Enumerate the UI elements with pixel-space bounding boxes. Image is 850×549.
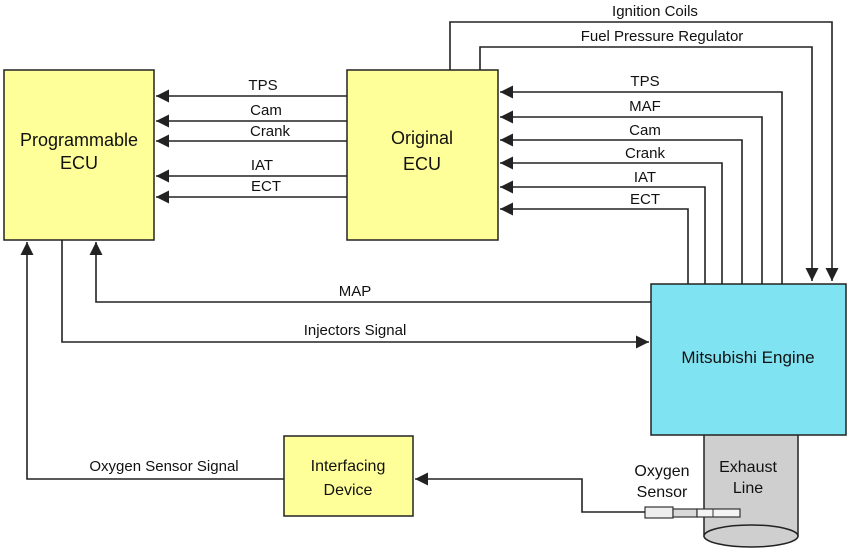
oxygen-sensor-body	[644, 506, 674, 519]
right-crank-line	[500, 156, 723, 284]
right-iat-line	[500, 180, 706, 284]
exhaust-pipe: Exhaust Line	[703, 431, 799, 548]
right-ect-label: ECT	[630, 191, 660, 208]
oxygen-sensor-signal-line	[20, 242, 284, 480]
left-cam-label: Cam	[250, 102, 282, 119]
engine-label: Mitsubishi Engine	[681, 348, 814, 367]
programmable-ecu-block	[3, 69, 155, 241]
left-crank-label: Crank	[250, 123, 291, 140]
left-ect-label: ECT	[251, 178, 281, 195]
programmable-ecu-label-1: Programmable	[20, 130, 138, 150]
mitsubishi-engine-block	[650, 283, 847, 436]
original-ecu-block	[346, 69, 499, 241]
oxygen-sensor: Oxygen Sensor	[634, 463, 741, 519]
right-ect-line	[500, 202, 689, 284]
exhaust-line-label-2: Line	[733, 480, 763, 497]
fuel-pressure-regulator-line	[479, 46, 819, 281]
right-iat-label: IAT	[634, 169, 656, 186]
original-ecu-label-2: ECU	[403, 154, 441, 174]
right-crank-label: Crank	[625, 145, 666, 162]
ignition-coils-label: Ignition Coils	[612, 3, 698, 20]
right-cam-label: Cam	[629, 122, 661, 139]
right-tps-line	[500, 85, 783, 284]
right-cam-line	[500, 133, 743, 284]
interfacing-device-block	[283, 435, 414, 517]
interfacing-device-label-2: Device	[324, 482, 373, 499]
injectors-signal-label: Injectors Signal	[304, 322, 407, 339]
oxygen-sensor-signal-label: Oxygen Sensor Signal	[89, 458, 238, 475]
oxygen-sensor-hex	[672, 508, 698, 518]
exhaust-pipe-body	[703, 431, 799, 537]
exhaust-pipe-end	[703, 524, 799, 548]
right-tps-label: TPS	[630, 73, 659, 90]
map-line	[89, 242, 651, 303]
fuel-pressure-regulator-label: Fuel Pressure Regulator	[581, 28, 744, 45]
oxygen-sensor-label-2: Sensor	[637, 484, 688, 501]
left-iat-label: IAT	[251, 157, 273, 174]
ignition-coils-line	[449, 21, 839, 281]
right-maf-line	[500, 110, 763, 284]
right-maf-label: MAF	[629, 98, 661, 115]
exhaust-line-label-1: Exhaust	[719, 459, 777, 476]
injectors-signal-line	[61, 240, 649, 349]
map-label: MAP	[339, 283, 372, 300]
interfacing-device-label-1: Interfacing	[311, 458, 386, 475]
oxygen-sensor-probe	[696, 508, 741, 518]
left-tps-label: TPS	[248, 77, 277, 94]
original-ecu-label-1: Original	[391, 128, 453, 148]
oxygen-sensor-label-1: Oxygen	[634, 463, 689, 480]
oxygen-sensor-wire	[415, 472, 645, 513]
programmable-ecu-label-2: ECU	[60, 153, 98, 173]
